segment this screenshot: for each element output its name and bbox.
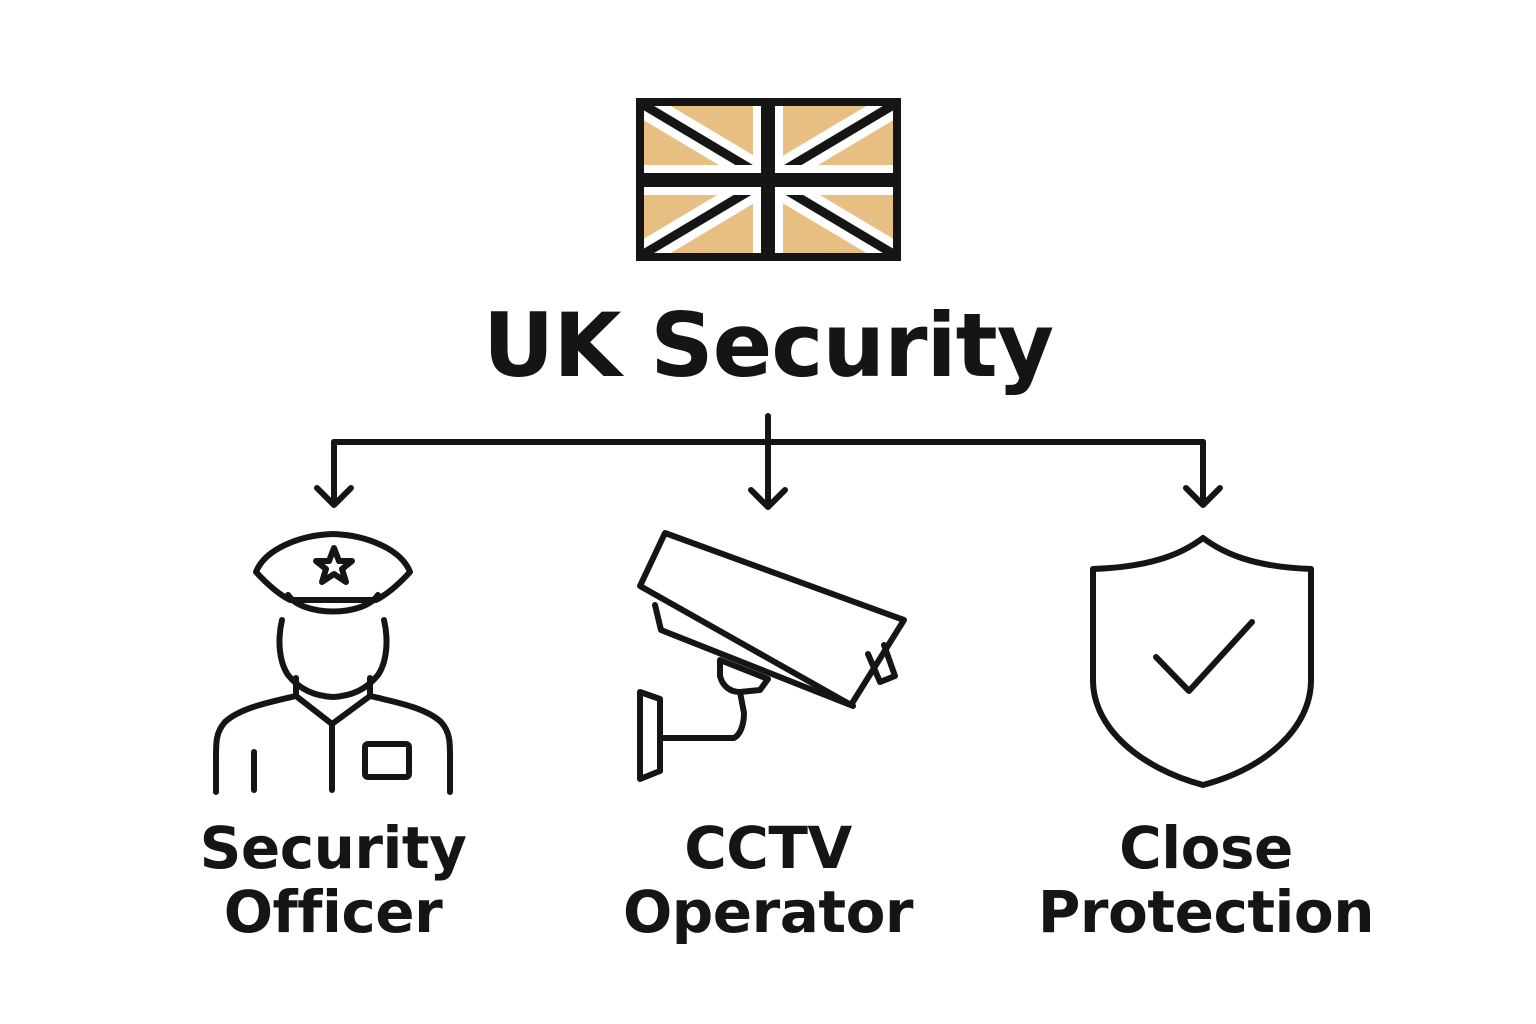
cctv-camera-icon bbox=[637, 530, 907, 782]
branch-label-line: Protection bbox=[1037, 878, 1375, 946]
branch-label-line: Operator bbox=[622, 878, 914, 946]
branch-label-line: Security bbox=[199, 814, 467, 882]
branch-label-security-officer: Security Officer bbox=[123, 816, 543, 944]
connector-tree bbox=[314, 413, 1223, 510]
branch-label-line: Close bbox=[1119, 814, 1293, 882]
branch-label-line: Officer bbox=[223, 878, 443, 946]
shield-check-icon bbox=[1090, 535, 1314, 788]
branch-label-line: CCTV bbox=[684, 814, 852, 882]
branch-label-cctv-operator: CCTV Operator bbox=[558, 816, 978, 944]
security-officer-icon bbox=[213, 531, 453, 795]
diagram-title: UK Security bbox=[482, 294, 1054, 397]
uk-flag-icon bbox=[635, 92, 902, 267]
branch-label-close-protection: Close Protection bbox=[996, 816, 1416, 944]
